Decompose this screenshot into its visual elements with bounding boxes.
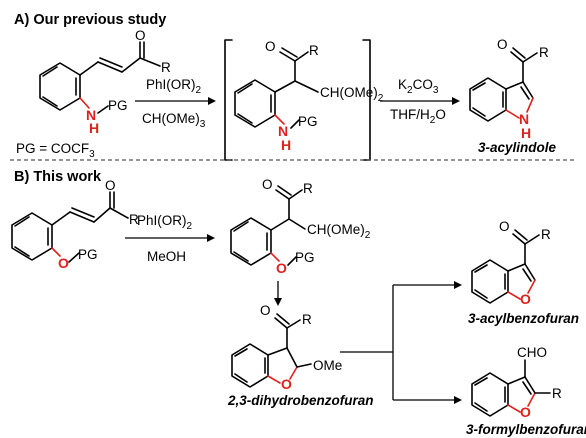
- product-b2-name: 3-formylbenzofuran: [466, 422, 586, 437]
- intermediate-b: O R CH(OMe)2 O PG: [230, 177, 371, 276]
- r-group: R: [129, 212, 139, 227]
- acetal-group: CH(OMe)2: [320, 85, 384, 104]
- dihydro-name: 2,3-dihydrobenzofuran: [227, 393, 374, 408]
- indole-nh-hydrogen: H: [521, 125, 531, 141]
- aryl-oxygen: O: [58, 255, 69, 271]
- furan-oxygen: O: [520, 291, 531, 307]
- branch-bottom-head: [454, 396, 462, 404]
- step-a2-solvent: THF/H2O: [390, 107, 446, 126]
- r-group: R: [552, 386, 562, 401]
- protecting-group: PG: [298, 114, 318, 129]
- bracket-right: [362, 39, 371, 161]
- product-b1-name: 3-acylbenzofuran: [468, 311, 579, 326]
- carbonyl-oxygen: O: [262, 177, 273, 192]
- bracket-left: [224, 39, 233, 161]
- protecting-group: PG: [108, 98, 128, 113]
- r-group: R: [303, 181, 313, 196]
- product-a-name: 3-acylindole: [478, 140, 557, 155]
- methoxy-group: OMe: [313, 358, 342, 373]
- carbonyl-oxygen: O: [260, 303, 271, 318]
- carbonyl-oxygen: O: [497, 37, 508, 52]
- r-group: R: [309, 43, 319, 58]
- carbonyl-oxygen: O: [499, 219, 510, 234]
- section-b-title: B) This work: [14, 169, 102, 185]
- substrate-b: O R O PG: [11, 178, 139, 271]
- branch-top-head: [454, 281, 462, 289]
- protecting-group: PG: [78, 247, 98, 262]
- formyl-group: CHO: [517, 345, 547, 360]
- step-b1-reagent: PhI(OR)2: [137, 213, 193, 232]
- r-group: R: [161, 60, 171, 75]
- carbonyl-oxygen: O: [265, 39, 276, 54]
- step-a2-reagent: K2CO3: [398, 77, 439, 96]
- carbonyl-oxygen: O: [105, 178, 116, 193]
- step-b1-solvent: MeOH: [147, 249, 186, 264]
- furan-oxygen: O: [520, 404, 531, 420]
- section-a-title: A) Our previous study: [14, 12, 166, 28]
- furan-oxygen: O: [281, 376, 292, 392]
- carbonyl-oxygen: O: [135, 28, 146, 43]
- nh-hydrogen: H: [89, 120, 99, 136]
- nh-hydrogen: H: [281, 137, 291, 153]
- r-group: R: [541, 227, 551, 242]
- product-3-acylindole: N H O R: [469, 37, 549, 141]
- arrow-a-step2-head: [452, 97, 460, 105]
- protecting-group: PG: [295, 250, 315, 265]
- step-a1-reagent: PhI(OR)2: [146, 77, 202, 96]
- nitrogen-atom: N: [86, 107, 96, 123]
- arrow-b-step1-head: [207, 234, 215, 242]
- acetal-group: CH(OMe)2: [307, 222, 371, 241]
- step-a1-solvent: CH(OMe)3: [142, 111, 206, 130]
- product-3-formylbenzofuran: O CHO R: [471, 345, 562, 420]
- dihydrobenzofuran: O OMe O R: [231, 303, 342, 392]
- intermediate-a: O R CH(OMe)2 N H PG: [234, 39, 384, 153]
- aryl-oxygen: O: [276, 260, 287, 276]
- nitrogen-atom: N: [278, 123, 288, 139]
- indole-nitrogen: N: [519, 111, 529, 127]
- r-group: R: [539, 45, 549, 60]
- arrow-a-step1-head: [208, 97, 216, 105]
- arrow-b-down-head: [274, 298, 282, 306]
- r-group: R: [302, 312, 312, 327]
- pg-definition: PG = COCF3: [16, 141, 95, 160]
- substrate-a: O R N H PG: [39, 28, 171, 136]
- product-3-acylbenzofuran: O O R: [471, 219, 551, 307]
